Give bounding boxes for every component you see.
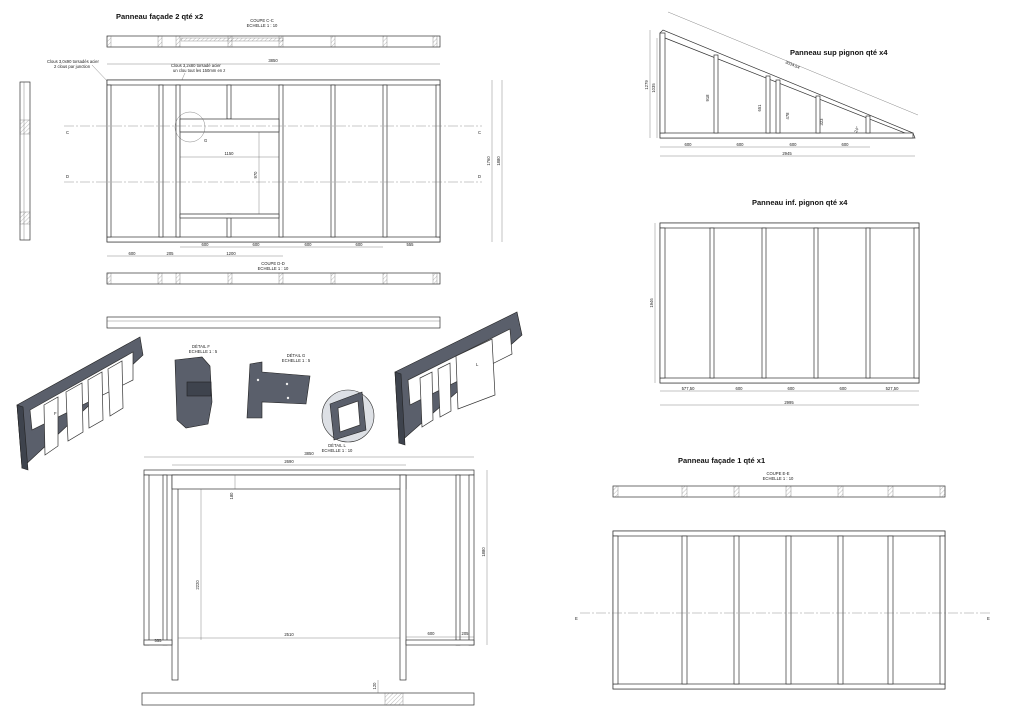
section-ee-scale: ECHELLE 1 : 10	[763, 476, 794, 481]
facade2-top-strip	[106, 316, 441, 329]
section-cc-title: COUPE C-C	[250, 18, 274, 23]
dim-sup-h-left: 1035	[651, 83, 656, 93]
dim-door-width: 2510	[284, 632, 294, 637]
detail-f: DÉTAIL F ECHELLE 1 : 5	[174, 344, 218, 429]
detail-g-title: DÉTAIL G	[287, 353, 306, 358]
dim-inf-s2: 600	[736, 386, 744, 391]
dim-sup-diag: 3034,54	[785, 59, 802, 70]
section-dd-scale: ECHELLE 1 : 10	[258, 266, 289, 271]
dim-facade2-height-inner: 1760	[486, 156, 491, 166]
mark-f: F	[54, 411, 57, 416]
facade2-view: Panneau façade 2 qté x2 COUPE C-C ECHELL…	[19, 12, 503, 329]
dim-facade2-height: 1880	[496, 156, 501, 166]
dim-sup-h2: 651	[757, 104, 762, 112]
dim-door-r205: 205	[462, 631, 470, 636]
sup-pignon-view: Panneau sup pignon qté x4 3034,54 1279 1…	[644, 11, 919, 157]
door-bottom-section	[141, 692, 475, 706]
dim-sup-s4: 600	[842, 142, 850, 147]
mark-c-right: C	[478, 130, 481, 135]
sup-pignon-title: Panneau sup pignon qté x4	[790, 48, 888, 57]
dim-facade2-total: 3850	[268, 58, 278, 63]
section-dd-strip	[106, 272, 441, 285]
dim-door-inner: 2690	[284, 459, 294, 464]
dim-door-bottom: 120	[372, 682, 377, 690]
dim-sup-total: 2945	[782, 151, 792, 156]
note-nails-1-line1: Clous 3,0x90 torsadés acier	[47, 59, 100, 64]
dim-inf-s5: 527,50	[886, 386, 899, 391]
door-top-plate	[143, 469, 475, 476]
detail-g-scale: ECHELLE 1 : 5	[282, 358, 311, 363]
inf-pignon-title: Panneau inf. pignon qté x4	[752, 198, 848, 207]
section-ee-title: COUPE E-E	[766, 471, 789, 476]
section-cc-scale: ECHELLE 1 : 10	[247, 23, 278, 28]
dim-f2-600-c: 600	[253, 242, 261, 247]
note-nails-1-line2: 2 clous par junction	[54, 64, 91, 69]
mark-g: G	[204, 138, 207, 143]
dim-inf-total: 2995	[784, 400, 794, 405]
dim-inf-height: 1946	[649, 298, 654, 308]
dim-f2-205: 205	[167, 251, 175, 256]
mark-e-left: E	[575, 616, 578, 621]
dim-sup-s3: 600	[790, 142, 798, 147]
detail-f-scale: ECHELLE 1 : 5	[189, 349, 218, 354]
dim-door-left: 555	[155, 638, 163, 643]
dim-door-total: 3850	[304, 451, 314, 456]
section-dd-title: COUPE D-D	[261, 261, 285, 266]
facade1-frame	[612, 530, 946, 690]
dim-inf-s4: 600	[840, 386, 848, 391]
inf-pignon-frame	[659, 222, 920, 384]
dim-f2-600-e: 600	[356, 242, 364, 247]
dim-door-height: 2220	[195, 580, 200, 590]
dim-f2-600-a: 600	[129, 251, 137, 256]
isometric-right: L	[394, 311, 523, 446]
note-nails-2-line1: Clous 3,2x80 torsadé acier	[171, 63, 221, 68]
facade2-title: Panneau façade 2 qté x2	[116, 12, 203, 21]
dim-sup-h3: 478	[785, 112, 790, 120]
dim-f2-600-d: 600	[305, 242, 313, 247]
dim-door-top: 180	[229, 492, 234, 500]
detail-g: DÉTAIL G ECHELLE 1 : 5	[246, 353, 311, 419]
dim-sup-angle: 24°	[853, 125, 860, 133]
dim-sup-s2: 600	[737, 142, 745, 147]
dim-door-r600: 600	[428, 631, 436, 636]
facade2-frame	[106, 79, 441, 243]
detail-l-scale: ECHELLE 1 : 10	[322, 448, 353, 453]
facade1-view: Panneau façade 1 qté x1 COUPE E-E ECHELL…	[575, 456, 990, 690]
mark-e-right: E	[987, 616, 990, 621]
dim-inf-s3: 600	[788, 386, 796, 391]
inf-pignon-view: Panneau inf. pignon qté x4 1946 577,50 6…	[649, 198, 920, 406]
isometric-left: F	[16, 336, 144, 471]
mark-d-left: D	[66, 174, 69, 179]
mark-l: L	[476, 362, 479, 367]
section-cc-strip	[106, 35, 441, 48]
detail-l: DÉTAIL L ECHELLE 1 : 10	[322, 389, 375, 453]
mark-d-right: D	[478, 174, 481, 179]
dim-inf-s1: 577,50	[682, 386, 695, 391]
dim-f2-600-b: 600	[202, 242, 210, 247]
dim-sup-h4: 323	[819, 118, 824, 126]
dim-window-width: 1150	[224, 151, 234, 156]
dim-sup-s1: 600	[685, 142, 693, 147]
dim-window-height: 970	[253, 171, 258, 179]
facade2-side-view	[19, 81, 31, 241]
facade1-title: Panneau façade 1 qté x1	[678, 456, 765, 465]
dim-f2-1200: 1200	[226, 251, 236, 256]
dim-door-right-height: 1880	[481, 547, 486, 557]
door-panel-view: 3850 2690 180 2220 1880 2510 555 600 205…	[141, 451, 488, 706]
section-ee-strip	[612, 485, 946, 498]
detail-l-title: DÉTAIL L	[328, 443, 346, 448]
mark-c-left: C	[66, 130, 69, 135]
dim-f2-555: 555	[407, 242, 415, 247]
dim-sup-h-total: 1279	[644, 80, 649, 90]
note-nails-2-line2: un clou tout les 150mm en z	[173, 68, 225, 73]
detail-f-title: DÉTAIL F	[192, 344, 210, 349]
dim-sup-h1: 918	[705, 94, 710, 102]
